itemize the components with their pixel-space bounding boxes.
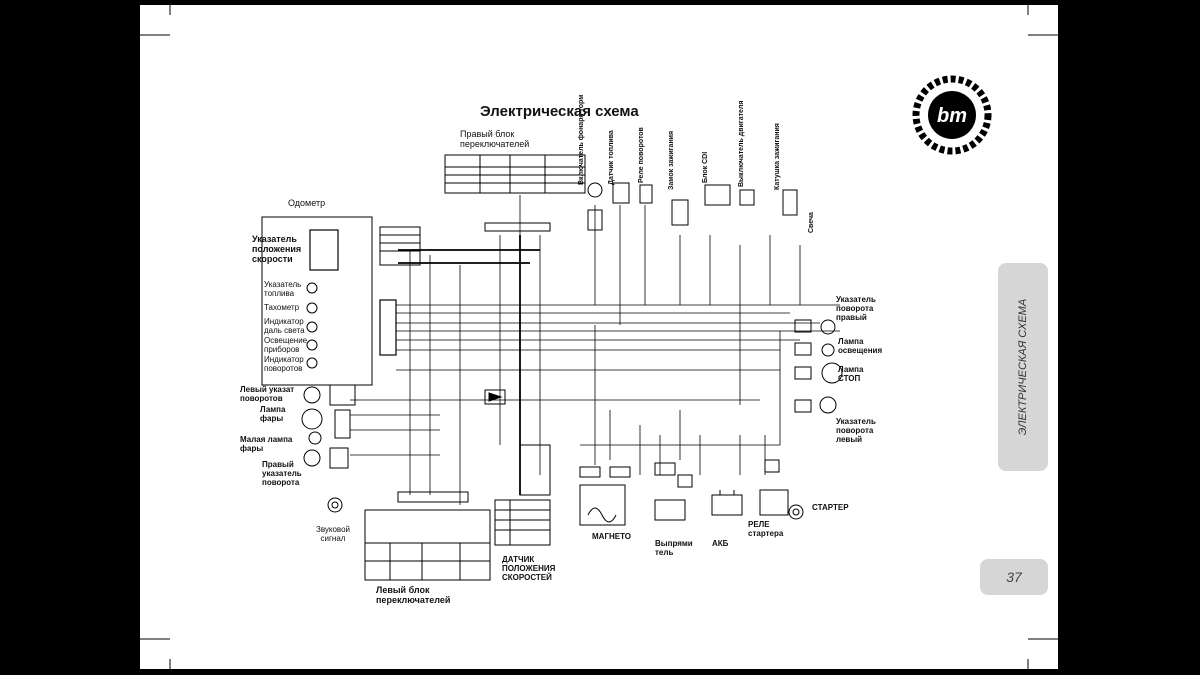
label-left-turn: Левый указат поворотов [240, 385, 295, 403]
label-rectifier: Выпрями тель [655, 539, 693, 557]
front-lamps [301, 384, 356, 513]
top-border [0, 0, 1200, 5]
center-components [484, 389, 506, 405]
right-switch-block [444, 154, 586, 232]
logo-mark: bm [937, 105, 967, 127]
label-starter: СТАРТЕР [812, 503, 849, 512]
wiring-diagram [140, 5, 1058, 669]
label-instrument-light: Освещение приборов [264, 336, 308, 354]
label-horn: Звуковой сигнал [315, 525, 351, 543]
top-components [587, 182, 798, 231]
label-left-turn-rear: Указатель поворота левый [836, 417, 876, 444]
bottom-border [0, 669, 1200, 675]
vlabel-fuel-sensor: Датчик топлива [608, 130, 615, 185]
side-tab-label: ЭЛЕКТРИЧЕСКАЯ СХЕМА [1017, 298, 1029, 436]
label-odometer: Одометр [288, 198, 326, 208]
vlabel-engine-switch: Выключатель двигателя [738, 100, 745, 187]
label-headlamp: Лампа фары [260, 405, 286, 423]
label-illumination-lamp: Лампа освещения [838, 337, 883, 355]
instrument-cluster [261, 216, 421, 386]
label-magneto: МАГНЕТО [592, 532, 631, 541]
gear-icon: bm [912, 75, 992, 155]
label-left-switch-block: Левый блок переключателей [376, 585, 451, 605]
diagram-title: Электрическая схема [480, 103, 639, 120]
label-stop-lamp: Лампа СТОП [838, 365, 864, 383]
vlabel-spark-plug: Свеча [808, 212, 815, 233]
label-tachometer: Тахометр [264, 303, 300, 312]
label-fuel-gauge: Указатель топлива [264, 280, 302, 298]
rear-lamps [794, 319, 843, 414]
label-right-turn-front: Правый указатель поворота [262, 460, 302, 487]
label-small-headlamp: Малая лампа фары [240, 435, 293, 453]
label-starter-relay: РЕЛЕ стартера [748, 520, 784, 538]
left-switch-block [364, 491, 491, 581]
page-number: 37 [980, 559, 1048, 595]
label-gear-indicator: Указатель положения скорости [252, 234, 302, 264]
label-right-turn-rear: Указатель поворота правый [836, 295, 876, 322]
vlabel-ignition-lock: Замок зажигания [668, 130, 675, 190]
vlabel-rear-light-switch: Включатель фонаря торм [578, 94, 585, 185]
vlabel-ignition-coil: Катушка зажигания [774, 123, 781, 190]
vlabel-turn-relay: Реле поворотов [638, 127, 645, 183]
vlabel-cdi: Блок CDI [702, 151, 709, 183]
label-turn-indicator: Индикатор поворотов [264, 355, 304, 373]
label-gear-sensor: ДАТЧИК ПОЛОЖЕНИЯ СКОРОСТЕЙ [502, 555, 556, 582]
label-battery: АКБ [712, 539, 729, 548]
side-tab: ЭЛЕКТРИЧЕСКАЯ СХЕМА [998, 263, 1048, 471]
label-right-switch-block: Правый блок переключателей [460, 129, 530, 149]
main-harness [350, 195, 840, 505]
bold-wires [398, 235, 540, 495]
power-components [579, 459, 804, 526]
label-high-beam: Индикатор даль света [264, 317, 305, 335]
gear-sensor [494, 444, 551, 546]
manual-page: Электрическая схема Правый блок переключ… [140, 5, 1058, 669]
